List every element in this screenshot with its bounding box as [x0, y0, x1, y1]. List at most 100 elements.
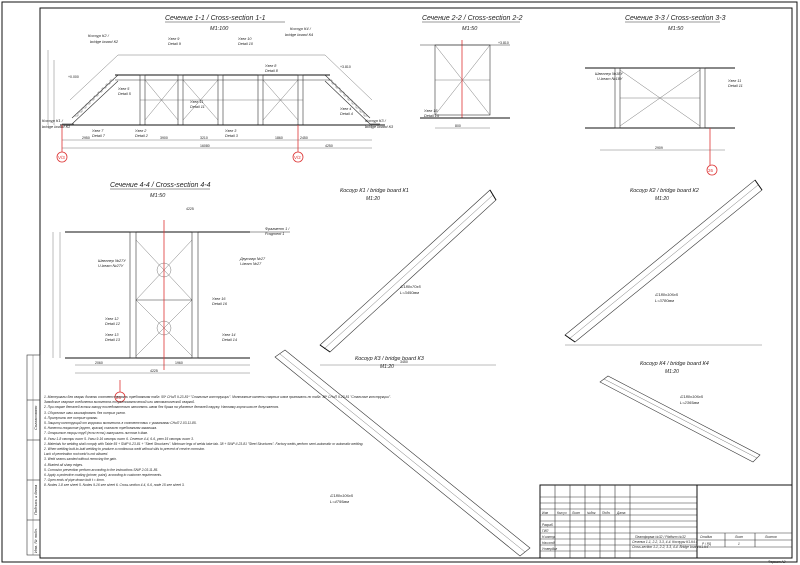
node-7-label: Узел 7	[92, 129, 104, 133]
k4-top-label-b: bridge board К4	[285, 32, 314, 37]
note-ru-4: 4. Притупить все острые кромки.	[44, 415, 99, 420]
axis-v2-text: V/2	[294, 155, 301, 160]
fragment-label-b: Fragment 1	[265, 232, 284, 236]
tb-stage-value: Р / РД	[702, 542, 712, 546]
node-16-label: Узел 16	[212, 297, 226, 301]
tb-desc-3: Cross-section 1-1, 2-2, 3-3, 4-4. Bridge…	[632, 545, 708, 549]
detail-2-label: Detail 2	[135, 134, 149, 138]
board-k1: Косоур К1 / bridge board К1 М1:20 ⊏180х7…	[319, 188, 497, 366]
k2-top-label: Косоур К2 /	[88, 33, 110, 38]
k2-scale: М1:20	[655, 196, 669, 202]
tb-col-date: Дата	[616, 511, 626, 515]
detail-7-label: Detail 7	[92, 134, 106, 138]
axis-marker-26a	[706, 164, 718, 176]
ibeam-label: Двутавр №27	[239, 257, 266, 261]
k1-title: Косоур К1 / bridge board К1	[340, 188, 409, 194]
note-en-4: 4. Blunted all sharp edges.	[44, 462, 84, 467]
left-stair	[62, 74, 119, 125]
axis-marker-v2	[292, 151, 304, 163]
k3-length: L=4795мм	[330, 499, 349, 504]
tb-sheets-header: Листов	[764, 535, 777, 539]
detail-4-label: Detail 4	[340, 112, 353, 116]
node-9-label: Узел 9	[168, 37, 180, 41]
tb-format: Формат А2	[768, 560, 786, 564]
detail-13-label: Detail 13	[105, 338, 121, 342]
k1-length: L=3450мм	[400, 290, 419, 295]
note-en-7: 7. Open ends of pipe drown butt t = 4mm.	[44, 478, 105, 483]
detail-11-label: Detail 11	[190, 105, 205, 109]
dim-2909: 2909	[655, 146, 663, 150]
node-2-label: Узел 2	[135, 129, 147, 133]
note-en-3: 3. Weld seams sanded without removing th…	[44, 457, 117, 462]
dim-4225: 4225	[150, 369, 158, 373]
s33-node-11: Узел 11	[728, 79, 741, 83]
tb-stage-header: Стадия	[700, 535, 712, 539]
node-15-label: Узел 15	[424, 109, 438, 113]
left-binding-strip: Согласовано Подпись и дата Инв. № подл.	[26, 354, 41, 556]
k3-scale: М1:20	[380, 364, 394, 370]
inner-frame	[39, 7, 793, 559]
ibeam-label-b: I-beam №27	[240, 262, 262, 266]
dim-1860: 1860	[275, 136, 283, 140]
k4-title: Косоур К4 / bridge board К4	[640, 361, 709, 367]
detail-14-label: Detail 14	[222, 338, 237, 342]
tb-desc-2: Сечения 1-1, 2-2, 3-3, 4-4. Косоуры К1-К…	[632, 540, 698, 544]
node-12-label: Узел 12	[105, 317, 119, 321]
k4-length: L=2365мм	[680, 400, 699, 405]
dim-800: 800	[455, 124, 461, 128]
note-ru-5: 5. Защиту конструкций от коррозии выполн…	[44, 421, 197, 426]
k2-title: Косоур К2 / bridge board К2	[630, 188, 699, 194]
k1-bottom-label-b: bridge board К1	[42, 124, 70, 129]
dim-3900: 3900	[160, 136, 168, 140]
s22-level: +3.810	[498, 41, 509, 45]
note-en-8: 8. Nodes 1-8 see sheet 5. Nodes 9-16 see…	[44, 483, 185, 488]
section-1-1-title: Сечение 1-1 / Cross-section 1-1	[165, 15, 266, 22]
detail-15-label: Detail 15	[424, 114, 440, 118]
title-block: Изм Кол.уч Лист №док Подп. Дата Разраб. …	[539, 484, 793, 564]
k2-top-label-b: bridge board К2	[90, 39, 119, 44]
tb-row-3: Н.контр.	[542, 535, 556, 539]
detail-10-label: Detail 10	[238, 42, 254, 46]
level-mark-2: +3.810	[340, 65, 351, 69]
node-4-label: Узел 4	[340, 107, 351, 111]
dim-4250: 4250	[325, 144, 333, 148]
board-k2: Косоур К2 / bridge board К2 М1:20 ⊏180х1…	[564, 179, 763, 346]
k3-title: Косоур К3 / bridge board К3	[355, 356, 425, 362]
channel27-label: Швеллер №27У	[98, 259, 126, 263]
dim-1960: 1960	[175, 361, 183, 365]
note-en-2: 2. When welding butt-to-butt welding to …	[44, 447, 206, 452]
dim-3210: 3210	[200, 136, 208, 140]
k4-beam	[599, 375, 761, 463]
note-ru-1b: Заводские сварные соединения выполнять п…	[44, 400, 196, 405]
tb-row-5: Утвердил	[542, 547, 557, 551]
note-ru-6: 6. Нанести покрытие (грунт, краска) согл…	[44, 426, 158, 431]
section-2-2-scale: М1:50	[462, 26, 478, 32]
k4-scale: М1:20	[665, 369, 679, 375]
section-2-2: Сечение 2-2 / Cross-section 2-2 М1:50 Уз…	[420, 15, 523, 129]
note-ru-7: 7. Открытые торцы труб (если есть) заглу…	[44, 431, 148, 436]
section-1-1-scale: М1:100	[210, 26, 229, 32]
section-2-2-title: Сечение 2-2 / Cross-section 2-2	[422, 15, 523, 22]
section-3-3: Сечение 3-3 / Cross-section 3-3 М1:50 Шв…	[585, 15, 743, 176]
detail-8-label: Detail 8	[265, 69, 279, 73]
section-1-1-dims: 2950 3900 3210 1860 2450 16080 4250	[62, 136, 372, 149]
note-ru-8: 8. Узлы 1-8 смотри лист 5. Узлы 9-16 смо…	[44, 436, 194, 441]
section-4-4-scale: М1:50	[150, 193, 166, 199]
k1-dim: 3450	[400, 360, 408, 364]
k1-bottom-label: Косоур К1 /	[42, 118, 64, 123]
tb-col-izm: Изм	[542, 511, 549, 515]
board-k4: Косоур К4 / bridge board К4 М1:20 ⊏180х1…	[599, 361, 761, 463]
k1-beam	[319, 189, 497, 353]
section-3-3-title: Сечение 3-3 / Cross-section 3-3	[625, 15, 726, 22]
channel-label: Швеллер №18У	[595, 72, 623, 76]
right-stair	[324, 74, 380, 125]
channel-label-b: U-beam №18У	[597, 77, 623, 81]
detail-3-label: Detail 3	[225, 134, 239, 138]
k3-profile: ⊏180х106х5	[330, 493, 354, 498]
axis-26a-text: 26	[708, 168, 714, 173]
note-en-2b: Lack of penetration root weld is not all…	[44, 452, 109, 457]
s33-detail-11: Detail 11	[728, 84, 743, 88]
